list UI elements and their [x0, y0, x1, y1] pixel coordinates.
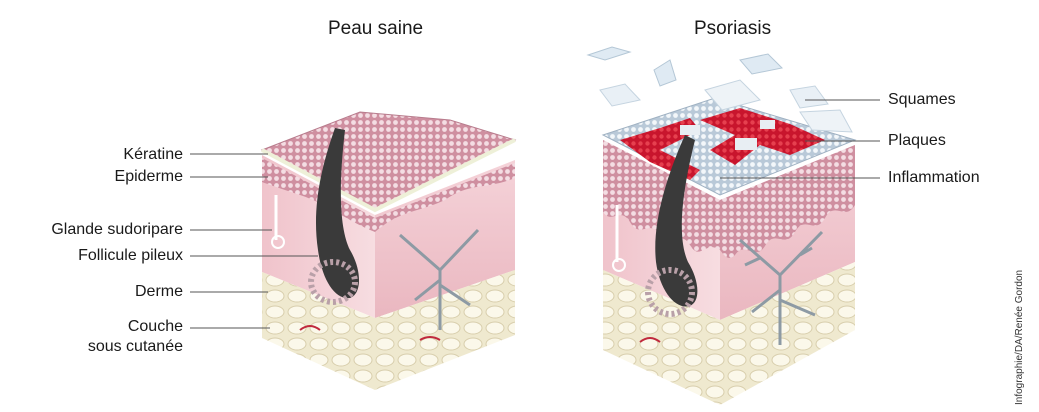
label-squames: Squames	[888, 91, 956, 109]
label-derme: Derme	[0, 283, 183, 301]
label-plaques: Plaques	[888, 132, 946, 150]
image-credit: Infographie/DA/Renée Gordon	[1014, 270, 1026, 405]
label-follicule-pileux: Follicule pileux	[0, 247, 183, 265]
label-keratine: Kératine	[0, 146, 183, 164]
psoriasis-title: Psoriasis	[694, 18, 771, 40]
healthy-skin-title: Peau saine	[328, 18, 423, 40]
label-glande-sudoripare: Glande sudoripare	[0, 221, 183, 239]
label-couche-line1: Couche	[0, 318, 183, 336]
label-inflammation: Inflammation	[888, 169, 980, 187]
label-couche-line2: sous cutanée	[0, 338, 183, 356]
healthy-skin-block	[262, 112, 515, 390]
label-epiderme: Epiderme	[0, 168, 183, 186]
psoriasis-skin-block	[588, 47, 855, 405]
